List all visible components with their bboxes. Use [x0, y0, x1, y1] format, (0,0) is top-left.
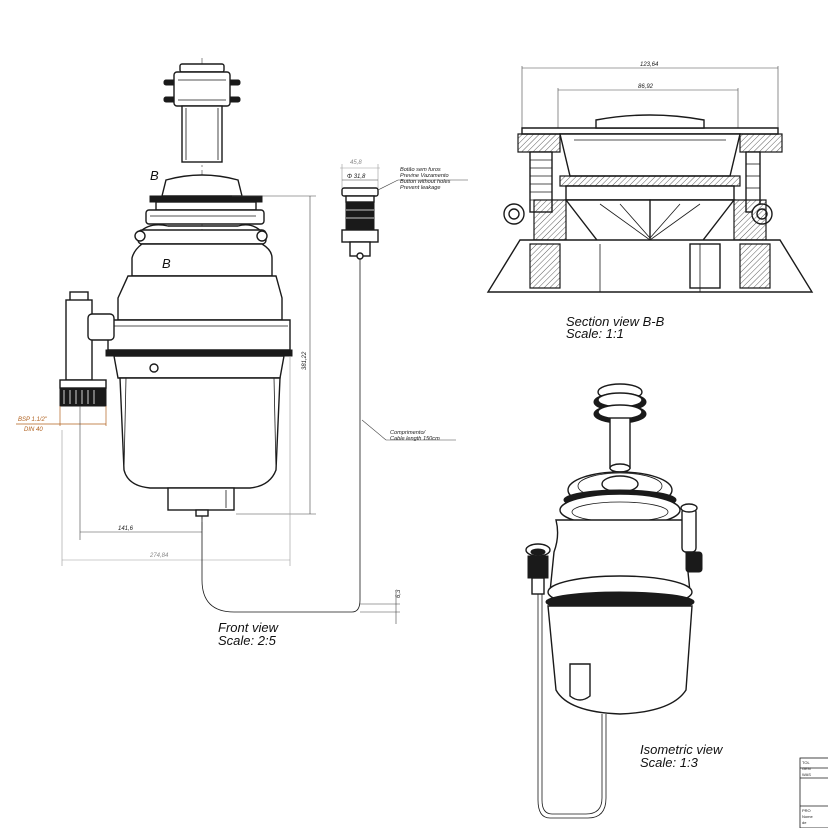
section-letter-top: B [150, 168, 159, 183]
dim-overall-width: 274,84 [149, 553, 169, 559]
title-block-row-2: GEN [802, 766, 811, 771]
button-note-line-3: Button without holes [400, 179, 451, 185]
dim-height: 381,22 [302, 351, 308, 370]
stopper-part [163, 63, 241, 163]
outlet-thread-label: BSP 1.1/2" [18, 417, 48, 423]
section-view-title: Section view B-B [566, 314, 665, 329]
section-dim-inner: 86,92 [638, 84, 654, 90]
title-block-row-3: WAS [802, 772, 811, 777]
dim-center-offset: 141,6 [118, 526, 134, 532]
section-dim-outer: 123,64 [640, 62, 659, 68]
title-block-row-4: PRO [802, 808, 811, 813]
outlet-din-label: DIN 40 [24, 427, 43, 433]
front-view-title: Front view [218, 620, 280, 635]
air-button [341, 187, 379, 260]
cable-note-line-2: Cable length 150cm [390, 436, 440, 442]
dim-button-diameter: Φ 31,8 [347, 174, 366, 180]
cable-note-line-1: Comprimento/ [390, 430, 427, 436]
motor-body [105, 243, 293, 517]
button-note-line-1: Botão sem furos [400, 167, 441, 173]
dim-button-outer: 45,8 [350, 160, 362, 166]
sink-flange [134, 174, 268, 245]
title-block-row-6: de [802, 820, 807, 825]
button-note-line-4: Prevent leakage [400, 185, 440, 191]
section-view-scale: Scale: 1:1 [566, 326, 624, 341]
isometric-view-title: Isometric view [640, 742, 724, 757]
outlet-pipe [59, 291, 115, 407]
front-view: BSP 1.1/2" DIN 40 381,22 141,6 274,84 6,… [16, 58, 468, 648]
title-block-row-1: TOL [802, 760, 810, 765]
isometric-view-scale: Scale: 1:3 [640, 755, 699, 770]
isometric-view: Isometric view Scale: 1:3 [525, 383, 724, 819]
front-view-scale: Scale: 2:5 [218, 633, 277, 648]
button-note-line-2: Previne Vazamento [400, 173, 449, 179]
title-block-row-5: Nome [802, 814, 813, 819]
dim-cable-gap: 6,3 [396, 589, 402, 598]
section-view: 123,64 86,92 [486, 62, 814, 341]
title-block: TOL GEN WAS PRO Nome de [799, 757, 828, 828]
section-letter-bottom: B [162, 256, 171, 271]
